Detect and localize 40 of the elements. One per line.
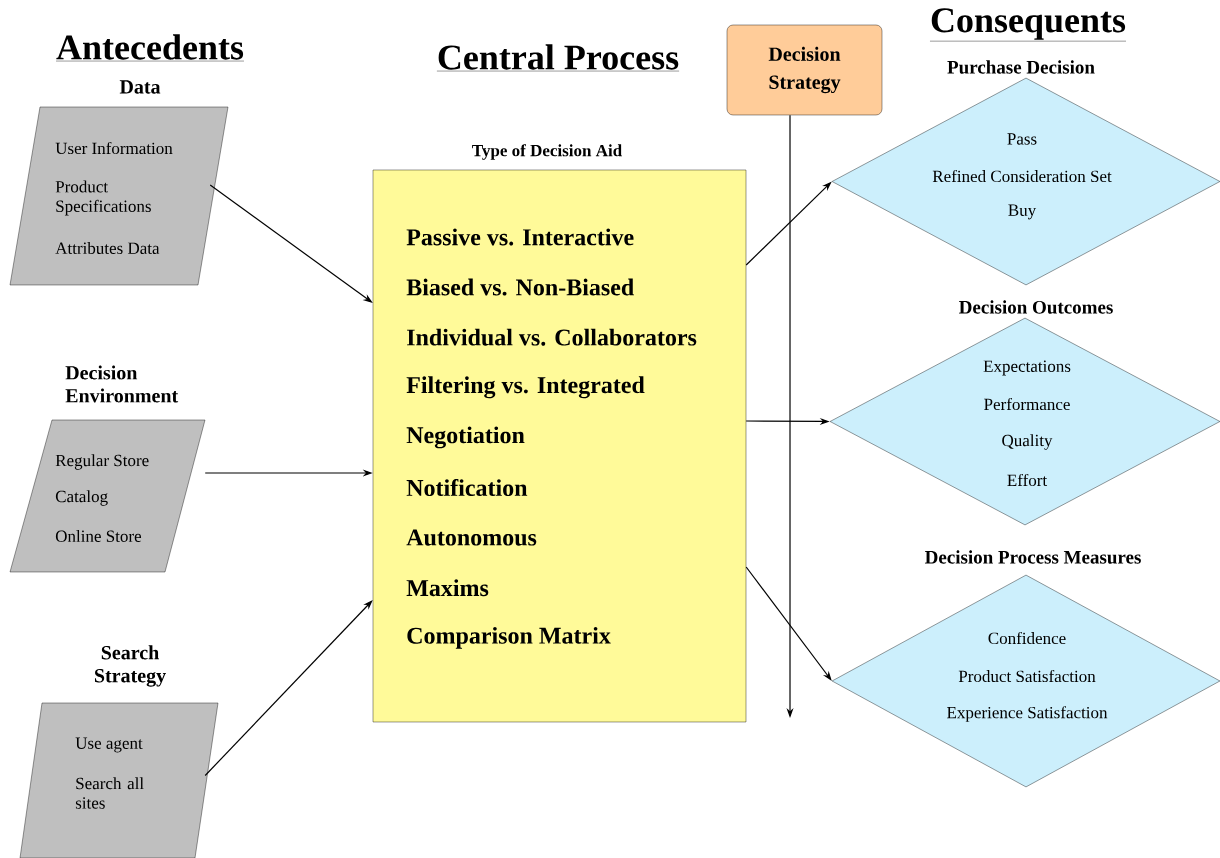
list-item: Expectations [983, 360, 1071, 376]
list-item: Attributes Data [55, 242, 160, 254]
list-item: Negotiation [406, 426, 525, 449]
strategy-box: Decision Strategy [726, 24, 883, 116]
list-item: Comparison Matrix [407, 626, 611, 649]
list-item: Filtering vs. Integrated [406, 376, 645, 399]
list-item: Autonomous [406, 529, 537, 546]
list-item: Biased vs. Non-Biased [406, 278, 634, 296]
list-item: Confidence [988, 631, 1066, 645]
list-item: Online Store [55, 530, 142, 542]
list-item: Search all sites [75, 777, 144, 809]
arrow [204, 600, 373, 777]
column-heading: Consequents [929, 8, 1127, 42]
list-item: Use agent [75, 737, 143, 753]
column-heading: Antecedents [55, 34, 245, 62]
list-item: Maxims [406, 579, 489, 597]
list-item: Performance [984, 397, 1070, 411]
list-item: Notification [406, 478, 528, 497]
heading: Data [119, 80, 161, 94]
list-item: Quality [1002, 434, 1053, 450]
list-item: Experience Satisfaction [947, 706, 1108, 722]
list-item: Catalog [55, 490, 108, 506]
list-item: User Information [55, 141, 173, 155]
list-item: Passive vs. Interactive [406, 228, 634, 246]
heading: Decision Process Measures [925, 550, 1141, 564]
arrow [745, 566, 832, 681]
heading: Purchase Decision [947, 60, 1095, 74]
heading: Search Strategy [95, 645, 166, 687]
heading: Decision Environment [65, 365, 179, 403]
column-heading: Central Process [436, 44, 680, 72]
list-item: Product Satisfaction [958, 669, 1096, 683]
list-item: Effort [1007, 473, 1048, 487]
list-item: Regular Store [55, 454, 149, 470]
heading: Decision Outcomes [959, 300, 1113, 314]
list-item: Pass [1007, 133, 1037, 145]
list-item: Individual vs. Collaborators [407, 328, 697, 346]
list-item: Product Specifications [55, 180, 151, 216]
heading: Type of Decision Aid [472, 144, 622, 160]
list-item: Buy [1008, 204, 1037, 220]
list-item: Refined Consideration Set [932, 169, 1112, 183]
